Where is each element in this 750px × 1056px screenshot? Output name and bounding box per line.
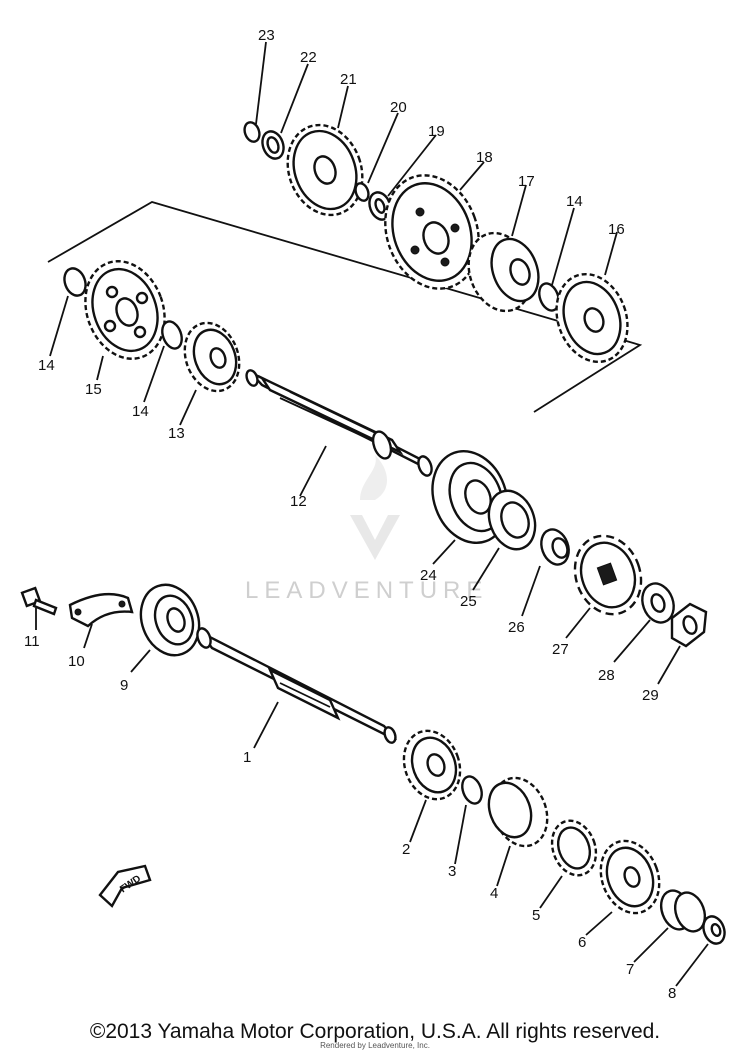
gear-18 xyxy=(384,174,480,290)
callout-24: 24 xyxy=(420,567,437,584)
copyright-notice: ©2013 Yamaha Motor Corporation, U.S.A. A… xyxy=(89,1020,661,1043)
watermark-logo xyxy=(350,455,400,560)
collar-26 xyxy=(540,528,570,566)
gear-6 xyxy=(599,839,661,915)
callout-25: 25 xyxy=(460,593,477,610)
callout-11: 11 xyxy=(24,633,40,650)
main-axle-12 xyxy=(245,369,433,477)
sprocket-27 xyxy=(573,534,643,616)
callout-7: 7 xyxy=(626,961,634,978)
callout-14-middle: 14 xyxy=(132,403,149,420)
leader-lines xyxy=(35,41,709,987)
gear-15 xyxy=(84,260,166,360)
callout-3: 3 xyxy=(448,863,456,880)
callout-23: 23 xyxy=(258,27,275,44)
rendered-by-note: Rendered by Leadventure, Inc. xyxy=(320,1041,430,1050)
gear-17 xyxy=(467,231,540,313)
callouts: 1 2 3 4 5 6 7 8 9 10 11 12 13 14 14 14 1… xyxy=(24,27,676,1002)
callout-18: 18 xyxy=(476,149,493,166)
callout-20: 20 xyxy=(390,99,407,116)
callout-26: 26 xyxy=(508,619,525,636)
callout-5: 5 xyxy=(532,907,540,924)
callout-1: 1 xyxy=(243,749,251,766)
callout-28: 28 xyxy=(598,667,615,684)
gear-5 xyxy=(550,819,598,877)
main-axle-1 xyxy=(196,627,397,744)
gear-13 xyxy=(183,321,241,393)
washer-14-upper xyxy=(538,282,560,312)
gear-16 xyxy=(555,272,629,364)
fwd-arrow-icon xyxy=(98,864,152,908)
callout-12: 12 xyxy=(290,493,307,510)
callout-9: 9 xyxy=(120,677,128,694)
circlip-23 xyxy=(243,121,261,143)
callout-27: 27 xyxy=(552,641,569,658)
needle-bearing-7 xyxy=(659,889,707,933)
circlip-20 xyxy=(354,182,370,202)
callout-14-left: 14 xyxy=(38,357,55,374)
gear-4 xyxy=(487,776,549,848)
washer-14-middle xyxy=(161,320,183,350)
bolt-11 xyxy=(20,586,58,616)
gear-21 xyxy=(286,123,364,217)
callout-6: 6 xyxy=(578,934,586,951)
oil-seal-25 xyxy=(487,489,537,551)
callout-16: 16 xyxy=(608,221,625,238)
callout-2: 2 xyxy=(402,841,410,858)
nut-29 xyxy=(670,602,708,648)
gear-2 xyxy=(402,729,462,801)
callout-19: 19 xyxy=(428,123,445,140)
watermark-text: LEADVENTURE xyxy=(245,577,488,604)
callout-29: 29 xyxy=(642,687,659,704)
callout-8: 8 xyxy=(668,985,676,1002)
callout-21: 21 xyxy=(340,71,357,88)
stopper-plate-10 xyxy=(68,592,134,628)
callout-10: 10 xyxy=(68,653,85,670)
washer-8 xyxy=(702,915,726,945)
washer-14-left xyxy=(63,267,87,297)
callout-22: 22 xyxy=(300,49,317,66)
callout-13: 13 xyxy=(168,425,185,442)
washer-22 xyxy=(261,130,285,160)
bearing-9 xyxy=(139,583,201,657)
callout-15: 15 xyxy=(85,381,102,398)
assembly-bracket xyxy=(47,201,643,413)
lock-washer-28 xyxy=(641,582,675,624)
callout-17: 17 xyxy=(518,173,535,190)
callout-14-upper: 14 xyxy=(566,193,583,210)
callout-4: 4 xyxy=(490,885,498,902)
circlip-3 xyxy=(461,775,483,805)
